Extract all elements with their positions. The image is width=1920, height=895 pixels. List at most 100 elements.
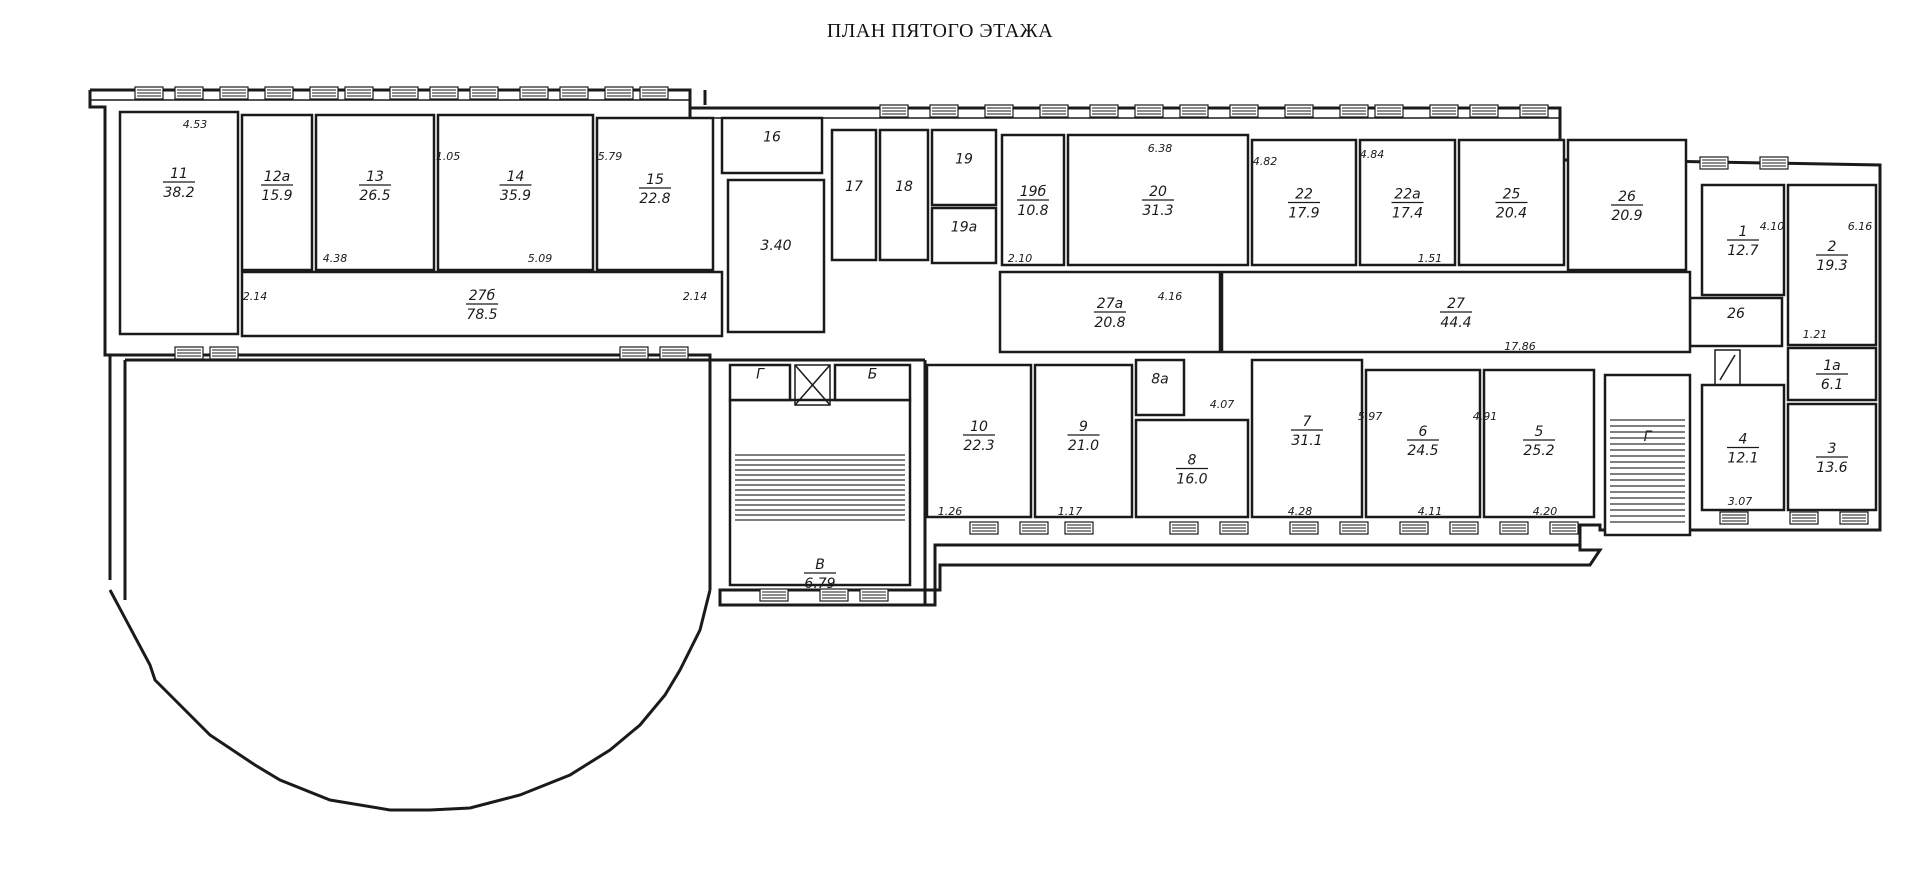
room-outline (925, 363, 1033, 519)
dimension-label: 4.20 (1533, 505, 1558, 518)
stair-treads (735, 419, 1685, 523)
room-number: 13 (366, 169, 384, 185)
room-outline (726, 178, 826, 334)
windows (134, 86, 1869, 602)
room-outline (930, 206, 998, 265)
window (1789, 511, 1819, 525)
window (1339, 104, 1369, 118)
room-27b: 27б 78.5 (240, 270, 724, 338)
room-number: 27б (469, 288, 496, 304)
dimension-label: 5.79 (598, 150, 623, 163)
room-number: 1 (1739, 224, 1748, 240)
room-16: 16 (720, 116, 824, 175)
window (1549, 521, 1579, 535)
room-number: 27a (1097, 296, 1123, 312)
dimension-label: 2.10 (1008, 252, 1033, 265)
window (859, 588, 889, 602)
room-number: 17 (845, 179, 863, 195)
window (1399, 521, 1429, 535)
room-area: 21.0 (1068, 438, 1099, 454)
room-6: 624.5 (1364, 368, 1482, 519)
window (1064, 521, 1094, 535)
room-outline (878, 128, 930, 262)
room-number: В (815, 557, 825, 573)
window (264, 86, 294, 100)
room-outline (240, 113, 314, 272)
room-7: 731.1 (1250, 358, 1364, 519)
room-area: 6.79 (804, 576, 835, 592)
window (559, 86, 589, 100)
room-number: 22a (1394, 187, 1420, 203)
window (1229, 104, 1259, 118)
room-number: 27 (1447, 296, 1465, 312)
window (1374, 104, 1404, 118)
window (344, 86, 374, 100)
room-number: 19б (1020, 184, 1047, 200)
room-number: 8a (1151, 372, 1169, 388)
room-number: 7 (1303, 414, 1312, 430)
room-outline (436, 113, 595, 272)
elevator-cross-icon (794, 364, 831, 406)
dimension-label: 6.38 (1148, 142, 1173, 155)
room-number: 6 (1419, 424, 1428, 440)
fixtures (134, 86, 1869, 602)
dimension-label: 1.05 (436, 150, 461, 163)
dimension-label: 1.21 (1803, 328, 1828, 341)
room-outline (118, 110, 240, 336)
window (604, 86, 634, 100)
elevator-shaft (794, 364, 831, 406)
window (619, 346, 649, 360)
room-2: 219.3 (1786, 183, 1878, 347)
room-area: 15.9 (261, 188, 292, 204)
room-area: 35.9 (500, 188, 531, 204)
elevator-shaft-right (1714, 349, 1741, 386)
window (1839, 511, 1869, 525)
room-area: 19.3 (1816, 258, 1847, 274)
room-outline (1688, 296, 1784, 348)
room-outline (1134, 358, 1186, 417)
room-area: 78.5 (466, 307, 497, 323)
dimension-label: 4.84 (1360, 148, 1385, 161)
dimension-label: 4.16 (1158, 290, 1183, 303)
window (174, 86, 204, 100)
room-outline (720, 116, 824, 175)
dimension-label: 4.07 (1210, 398, 1235, 411)
room-outline (728, 398, 912, 587)
dimension-label: 2.14 (683, 290, 708, 303)
dimension-label: 4.28 (1288, 505, 1313, 518)
window (1759, 156, 1789, 170)
window (659, 346, 689, 360)
window (1134, 104, 1164, 118)
room-number: 26 (1727, 306, 1745, 322)
room-area: 20.4 (1496, 206, 1527, 222)
room-1: 112.7 (1700, 183, 1786, 297)
dimension-label: 4.53 (183, 118, 208, 131)
room-number: 11 (170, 166, 188, 182)
room-number: 1a (1823, 358, 1841, 374)
room-area: 20.8 (1094, 315, 1125, 331)
window (1289, 521, 1319, 535)
window (1219, 521, 1249, 535)
window (209, 346, 239, 360)
room-outline (830, 128, 878, 262)
room-number: 15 (646, 172, 664, 188)
dimension-label: 4.38 (323, 252, 348, 265)
room-number: 14 (507, 169, 525, 185)
elevator-slash-icon (1719, 354, 1736, 381)
room-area: 24.5 (1407, 443, 1438, 459)
dimension-label: 5.97 (1358, 410, 1383, 423)
room-number: 12a (264, 169, 290, 185)
room-area: 17.9 (1288, 206, 1319, 222)
room-number: 8 (1188, 453, 1197, 469)
room-area: 12.7 (1727, 243, 1758, 259)
room-area: 10.8 (1017, 203, 1048, 219)
room-area: 12.1 (1727, 451, 1758, 467)
window (984, 104, 1014, 118)
room-outline (595, 116, 715, 272)
window (389, 86, 419, 100)
